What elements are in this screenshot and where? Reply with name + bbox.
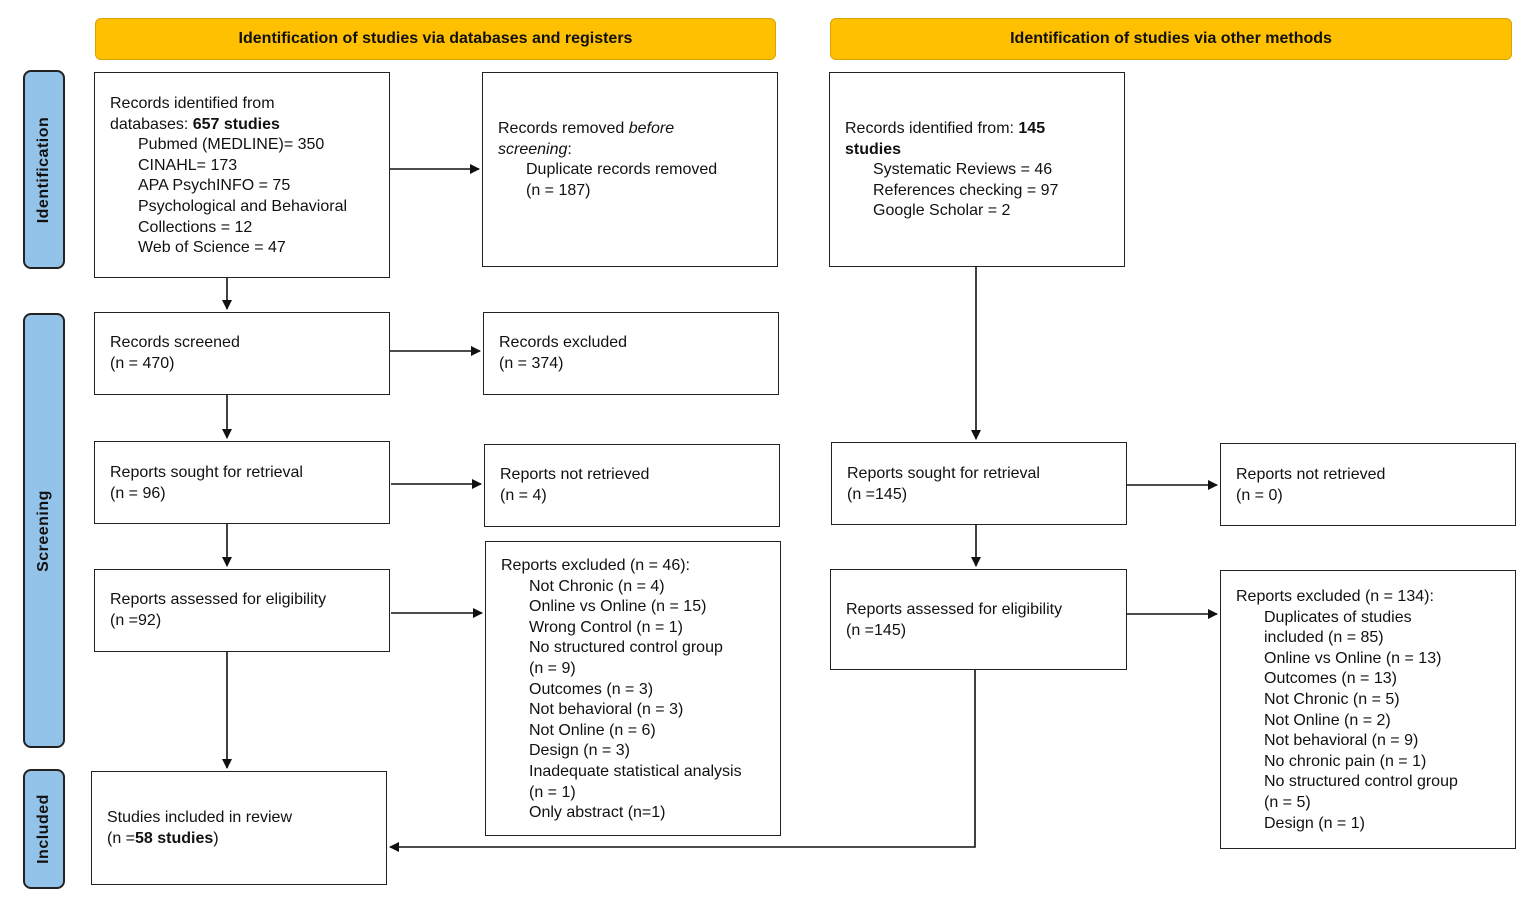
db-source-item: Pubmed (MEDLINE)= 350: [138, 136, 325, 154]
other-reports-sought-box: Reports sought for retrieval (n =145): [831, 442, 1127, 525]
stage-included: Included: [23, 769, 65, 889]
db-identified-total: 657 studies: [192, 115, 280, 133]
db-reports-excluded-box: Reports excluded (n = 46): Not Chronic (…: [485, 541, 781, 836]
stage-identification: Identification: [23, 70, 65, 269]
db-source-item: Collections = 12: [138, 218, 253, 236]
db-not-retrieved-count: (n = 4): [500, 486, 547, 504]
db-identified-line2: databases: 657 studies: [110, 115, 280, 133]
db-exclusion-reason: Wrong Control (n = 1): [529, 618, 683, 636]
db-exclusion-reason: Not Chronic (n = 4): [529, 577, 665, 595]
other-reports-excluded-list: Duplicates of studies included (n = 85) On…: [1236, 608, 1515, 835]
other-exclusion-reason: Outcomes (n = 13): [1264, 670, 1397, 688]
db-removed-count: (n = 187): [526, 181, 591, 199]
included-label: Studies included in review: [107, 809, 292, 826]
db-exclusion-reason: Inadequate statistical analysis: [529, 762, 742, 780]
other-reports-not-retrieved-box: Reports not retrieved (n = 0): [1220, 443, 1516, 526]
other-not-retrieved-count: (n = 0): [1236, 486, 1283, 504]
other-exclusion-reason: Not Chronic (n = 5): [1264, 690, 1400, 708]
db-exclusion-reason: Only abstract (n=1): [529, 804, 666, 822]
header-other-methods: Identification of studies via other meth…: [830, 18, 1512, 60]
db-reports-excluded-list: Not Chronic (n = 4) Online vs Online (n =…: [501, 577, 780, 824]
arrow-other-assessed-to-included: [389, 670, 976, 852]
db-records-excluded-box: Records excluded (n = 374): [483, 312, 779, 395]
db-not-retrieved-label: Reports not retrieved: [500, 466, 650, 483]
db-records-identified-box: Records identified from databases: 657 s…: [94, 72, 390, 278]
db-screened-label: Records screened: [110, 334, 240, 351]
db-exclusion-reason: (n = 1): [529, 783, 576, 801]
db-source-item: CINAHL= 173: [138, 156, 238, 174]
db-identified-line1: Records identified from: [110, 95, 275, 112]
stage-screening: Screening: [23, 313, 65, 748]
db-exclusion-reason: No structured control group: [529, 639, 723, 657]
other-reports-excluded-box: Reports excluded (n = 134): Duplicates o…: [1220, 570, 1516, 849]
db-removed-line1: Records removed before: [498, 120, 675, 137]
db-sought-label: Reports sought for retrieval: [110, 464, 303, 481]
db-reports-sought-box: Reports sought for retrieval (n = 96): [94, 441, 390, 524]
header-databases: Identification of studies via databases …: [95, 18, 776, 60]
other-exclusion-reason: Duplicates of studies: [1264, 608, 1412, 626]
db-records-screened-box: Records screened (n = 470): [94, 312, 390, 395]
db-assessed-label: Reports assessed for eligibility: [110, 591, 327, 608]
header-databases-label: Identification of studies via databases …: [238, 30, 633, 47]
other-reports-excluded-title: Reports excluded (n = 134):: [1236, 588, 1434, 605]
other-not-retrieved-label: Reports not retrieved: [1236, 466, 1386, 483]
db-source-item: Psychological and Behavioral: [138, 197, 348, 215]
other-exclusion-reason: Design (n = 1): [1264, 814, 1365, 832]
other-exclusion-reason: Not behavioral (n = 9): [1264, 732, 1419, 750]
db-removed-line3: Duplicate records removed: [526, 161, 718, 179]
included-total: 58 studies: [135, 829, 214, 847]
db-excluded-count: (n = 374): [499, 354, 564, 372]
db-screened-count: (n = 470): [110, 354, 175, 372]
other-assessed-label: Reports assessed for eligibility: [846, 601, 1063, 618]
db-reports-not-retrieved-box: Reports not retrieved (n = 4): [484, 444, 780, 527]
db-excluded-label: Records excluded: [499, 334, 628, 351]
other-exclusion-reason: Not Online (n = 2): [1264, 711, 1391, 729]
db-removed-line2: screening:: [498, 140, 572, 158]
other-exclusion-reason: No structured control group: [1264, 773, 1458, 791]
header-other-label: Identification of studies via other meth…: [1010, 30, 1332, 47]
other-source-item: Systematic Reviews = 46: [873, 161, 1053, 179]
db-exclusion-reason: Online vs Online (n = 15): [529, 598, 707, 616]
other-identified-line2: studies: [845, 140, 902, 158]
other-source-item: Google Scholar = 2: [873, 202, 1011, 220]
db-source-item: APA PsychINFO = 75: [138, 177, 291, 195]
db-sought-count: (n = 96): [110, 484, 166, 502]
db-exclusion-reason: Not behavioral (n = 3): [529, 701, 684, 719]
other-exclusion-reason: (n = 5): [1264, 793, 1311, 811]
other-sources-list: Systematic Reviews = 46 References checki…: [845, 160, 1124, 222]
db-records-removed-box: Records removed before screening: Duplic…: [482, 72, 778, 267]
other-records-identified-box: Records identified from: 145 studies Sys…: [829, 72, 1125, 267]
other-sought-count: (n =145): [847, 485, 908, 503]
other-identified-line1: Records identified from: 145: [845, 120, 1046, 137]
db-reports-assessed-box: Reports assessed for eligibility (n =92): [94, 569, 390, 652]
included-count: (n =58 studies): [107, 829, 219, 847]
db-exclusion-reason: Outcomes (n = 3): [529, 680, 654, 698]
other-source-item: References checking = 97: [873, 181, 1059, 199]
db-reports-excluded-title: Reports excluded (n = 46):: [501, 557, 690, 574]
other-exclusion-reason: No chronic pain (n = 1): [1264, 752, 1427, 770]
other-sought-label: Reports sought for retrieval: [847, 465, 1040, 482]
studies-included-box: Studies included in review (n =58 studie…: [91, 771, 387, 885]
other-exclusion-reason: Online vs Online (n = 13): [1264, 649, 1442, 667]
db-exclusion-reason: Not Online (n = 6): [529, 721, 656, 739]
other-assessed-count: (n =145): [846, 621, 907, 639]
db-exclusion-reason: (n = 9): [529, 659, 576, 677]
other-exclusion-reason: included (n = 85): [1264, 629, 1384, 647]
db-assessed-count: (n =92): [110, 611, 162, 629]
db-exclusion-reason: Design (n = 3): [529, 742, 630, 760]
db-source-item: Web of Science = 47: [138, 239, 286, 257]
other-reports-assessed-box: Reports assessed for eligibility (n =145…: [830, 569, 1127, 670]
